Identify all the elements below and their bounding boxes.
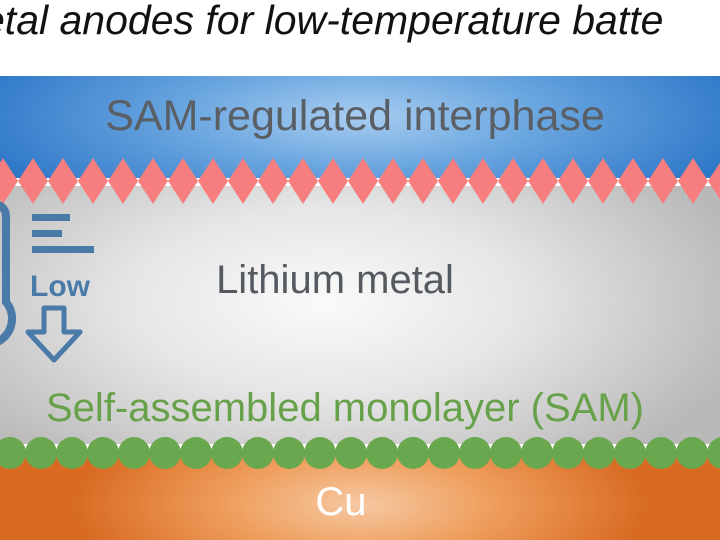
zigzag-diamond bbox=[18, 158, 48, 204]
zigzag-diamond bbox=[0, 158, 18, 204]
sam-bead bbox=[583, 437, 615, 469]
zigzag-diamond bbox=[378, 158, 408, 204]
low-badge-text: Low bbox=[30, 270, 91, 303]
sam-bead bbox=[707, 437, 720, 469]
sam-bead bbox=[211, 437, 243, 469]
zigzag-diamond bbox=[648, 158, 678, 204]
zigzag-diamond bbox=[558, 158, 588, 204]
zigzag-diamond bbox=[678, 158, 708, 204]
lithium-metal-label: Lithium metal bbox=[216, 258, 454, 302]
sam-bead bbox=[304, 437, 336, 469]
sam-bead bbox=[335, 437, 367, 469]
zigzag-diamond bbox=[258, 158, 288, 204]
sam-bead bbox=[180, 437, 212, 469]
zigzag-diamond bbox=[48, 158, 78, 204]
zigzag-diamond bbox=[498, 158, 528, 204]
zigzag-diamond bbox=[78, 158, 108, 204]
lithium-metal-layer bbox=[0, 186, 720, 444]
zigzag-diamond bbox=[198, 158, 228, 204]
sam-bead bbox=[614, 437, 646, 469]
sam-bead bbox=[521, 437, 553, 469]
zigzag-diamond bbox=[708, 162, 720, 200]
zigzag-diamond bbox=[228, 158, 258, 204]
zigzag-diamond bbox=[408, 158, 438, 204]
low-temperature-thermometer-icon: Low bbox=[0, 201, 94, 363]
sam-bead bbox=[397, 437, 429, 469]
sam-bead bbox=[149, 437, 181, 469]
zigzag-interface bbox=[0, 158, 720, 204]
zigzag-diamond bbox=[438, 158, 468, 204]
sam-bead bbox=[56, 437, 88, 469]
zigzag-diamond bbox=[138, 158, 168, 204]
sam-bead bbox=[273, 437, 305, 469]
zigzag-diamond bbox=[288, 158, 318, 204]
sam-bead bbox=[645, 437, 677, 469]
sam-bead bbox=[490, 437, 522, 469]
interphase-layer bbox=[0, 76, 720, 178]
sam-bead-row bbox=[0, 437, 720, 469]
sam-bead bbox=[25, 437, 57, 469]
zigzag-diamond bbox=[618, 158, 648, 204]
sam-bead bbox=[118, 437, 150, 469]
sam-bead bbox=[676, 437, 708, 469]
zigzag-diamond bbox=[528, 158, 558, 204]
zigzag-diamond bbox=[108, 158, 138, 204]
figure-title: etal anodes for low-temperature batte bbox=[0, 0, 664, 43]
copper-label: Cu bbox=[315, 480, 367, 524]
zigzag-diamond bbox=[168, 158, 198, 204]
zigzag-diamond bbox=[468, 158, 498, 204]
sam-bead bbox=[552, 437, 584, 469]
sam-bead bbox=[0, 437, 26, 469]
zigzag-diamond bbox=[348, 158, 378, 204]
sam-label: Self-assembled monolayer (SAM) bbox=[46, 386, 644, 430]
zigzag-diamond bbox=[318, 158, 348, 204]
interphase-label: SAM-regulated interphase bbox=[105, 92, 605, 140]
zigzag-diamond bbox=[588, 158, 618, 204]
sam-bead bbox=[87, 437, 119, 469]
sam-bead bbox=[242, 437, 274, 469]
sam-bead bbox=[459, 437, 491, 469]
sam-bead bbox=[366, 437, 398, 469]
sam-bead bbox=[428, 437, 460, 469]
